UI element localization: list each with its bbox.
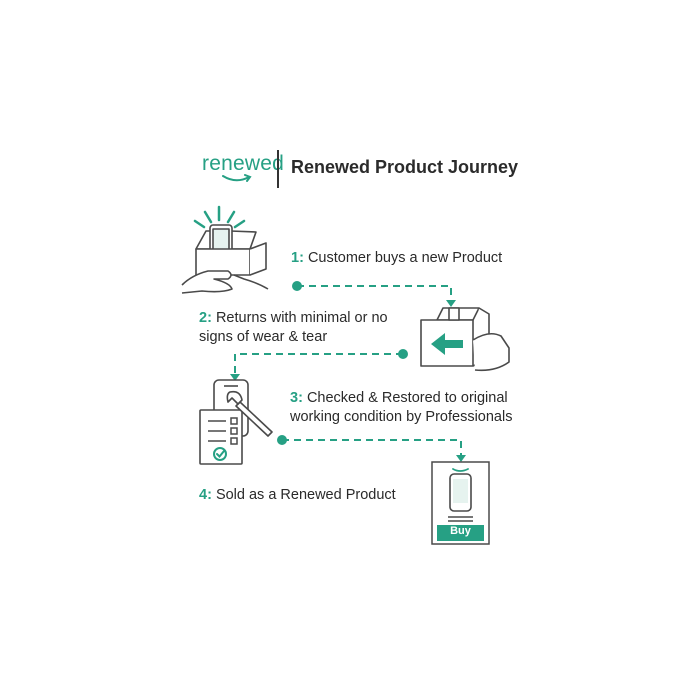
connector-2 — [234, 353, 403, 376]
connector-arrow-3 — [456, 455, 466, 462]
connector-arrow-1 — [446, 300, 456, 307]
step-3-line-2: working condition by Professionals — [290, 409, 513, 425]
connector-1 — [297, 285, 452, 302]
connector-dot-3 — [277, 435, 287, 445]
step-3-line-1: Checked & Restored to original — [306, 390, 508, 406]
step-1: 1: Customer buys a new Product — [291, 249, 502, 268]
step-4: 4: Sold as a Renewed Product — [199, 486, 396, 505]
header-divider — [277, 150, 279, 188]
connector-3 — [282, 439, 462, 457]
step-1-text: Customer buys a new Product — [307, 250, 503, 266]
step-4-text: Sold as a Renewed Product — [215, 487, 396, 503]
connector-dot-2 — [398, 349, 408, 359]
page-title: Renewed Product Journey — [291, 157, 519, 177]
box-phone-icon — [181, 205, 269, 294]
connector-dot-1 — [292, 281, 302, 291]
step-2: 2: Returns with minimal or no signs of w… — [199, 309, 429, 347]
renewed-logo: renewed — [202, 152, 284, 175]
logo-smile-icon — [222, 174, 252, 182]
buy-button-label: Buy — [450, 525, 471, 537]
step-2-number: 2: — [199, 310, 212, 326]
return-box-icon — [420, 307, 510, 372]
connector-arrow-2 — [230, 374, 240, 381]
phone-repair-checklist-icon — [199, 379, 273, 465]
step-3: 3: Checked & Restored to original workin… — [290, 389, 550, 427]
step-2-line-2: signs of wear & tear — [199, 329, 328, 345]
step-1-number: 1: — [291, 250, 304, 266]
step-3-number: 3: — [290, 390, 303, 406]
step-2-line-1: Returns with minimal or no — [215, 310, 388, 326]
step-4-number: 4: — [199, 487, 212, 503]
buy-phone-card-icon — [431, 461, 490, 545]
